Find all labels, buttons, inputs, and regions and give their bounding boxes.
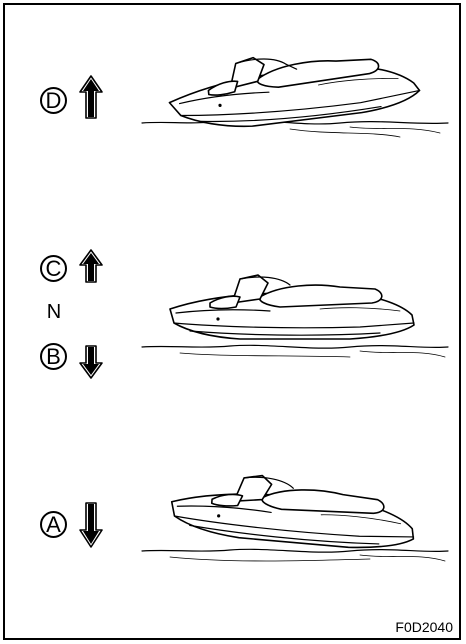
arrow-up-long-icon — [79, 75, 103, 119]
arrow-down-short-icon — [79, 345, 103, 379]
figure-code: F0D2040 — [395, 619, 453, 635]
arrow-down-long-icon — [79, 502, 103, 548]
watercraft-bow-down — [141, 474, 449, 562]
marker-a: A — [40, 511, 67, 538]
marker-c: C — [40, 255, 67, 282]
marker-n: N — [46, 301, 62, 323]
marker-b: B — [40, 343, 67, 370]
marker-d: D — [40, 87, 67, 114]
watercraft-level — [141, 274, 449, 358]
arrow-up-short-icon — [79, 249, 103, 283]
watercraft-bow-up — [141, 56, 449, 138]
diagram-frame: D C N B A — [3, 3, 461, 640]
